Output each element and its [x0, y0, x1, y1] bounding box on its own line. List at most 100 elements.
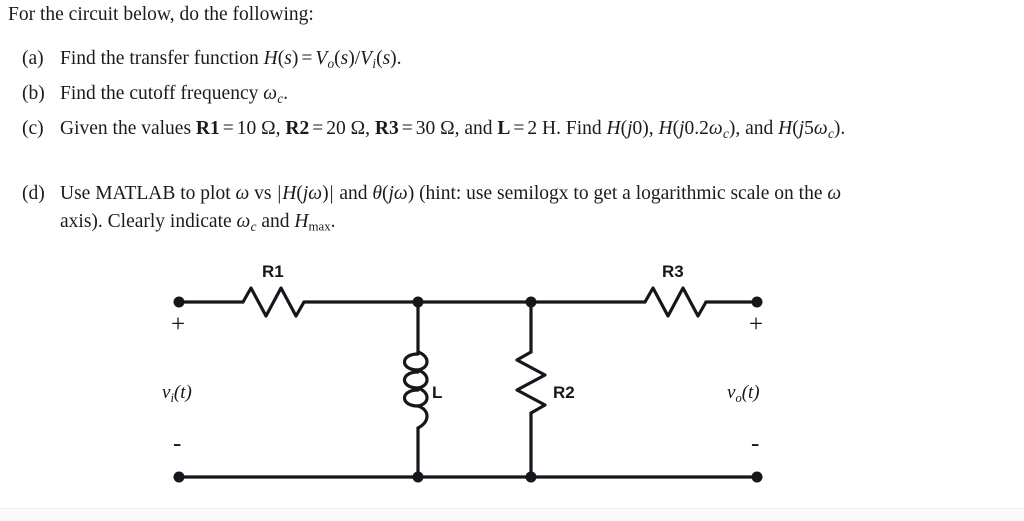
symbol-omega: ω	[308, 183, 323, 204]
comma: ,	[275, 118, 281, 139]
abs-bar-open: |	[277, 183, 282, 204]
voltage-label-input: vi(t)	[162, 382, 192, 406]
symbol-j: j	[679, 118, 685, 139]
value-number-r1: 10	[236, 118, 257, 139]
inductor-coil-tail	[416, 404, 429, 430]
junction-dot-inductor-top	[412, 296, 424, 308]
junction-dot-r2-top	[525, 296, 537, 308]
value-five: 5	[804, 118, 814, 139]
symbol-j: j	[302, 183, 309, 204]
item-d-seg4: (hint: use semilogx to get a logarithmic…	[419, 183, 823, 204]
item-d-seg6: and	[261, 211, 290, 232]
symbol-omega: ω	[263, 83, 278, 104]
terminal-dot-output-plus	[751, 296, 763, 308]
paren-open: (	[376, 48, 383, 69]
symbol-H: H	[778, 118, 793, 139]
value-number-l: 2	[527, 118, 538, 139]
paren-open: (	[296, 183, 303, 204]
value-name-r3: R3	[374, 118, 399, 139]
symbol-sub-c: c	[250, 218, 257, 234]
value-zero: 0	[632, 118, 643, 139]
symbol-theta: θ	[372, 183, 382, 204]
symbol-H: H	[606, 118, 621, 139]
item-c-and-text: and	[745, 118, 774, 139]
voltage-input-subscript: i	[170, 390, 174, 405]
value-name-r1: R1	[195, 118, 220, 139]
symbol-omega: ω	[708, 118, 723, 139]
item-body-c: Given the values R1=10 Ω, R2=20 Ω, R3=30…	[60, 115, 845, 148]
inductor-coil-3	[402, 386, 429, 408]
item-d-line1: Use MATLAB to plot ω vs |H(jω)| and θ(jω…	[60, 183, 841, 204]
equals-sign: =	[301, 48, 313, 69]
problem-item-c: (c) Given the values R1=10 Ω, R2=20 Ω, R…	[22, 115, 845, 148]
paren-open: (	[381, 183, 389, 204]
component-label-l: L	[432, 383, 443, 402]
symbol-j: j	[627, 118, 633, 139]
paren-close: )	[833, 118, 841, 139]
voltage-output-argument: (t)	[741, 382, 760, 403]
value-point-two: 0.2	[684, 118, 709, 139]
item-c-tail: .	[840, 118, 846, 139]
comma: ,	[454, 118, 460, 139]
item-d-tail: .	[330, 211, 336, 232]
junction-dot-r2-bottom	[525, 471, 537, 483]
value-number-r3: 30	[415, 118, 436, 139]
terminal-dot-input-minus	[173, 471, 185, 483]
item-marker-d: (d)	[22, 183, 45, 204]
page-bottom-strip	[0, 508, 1024, 521]
resistor-r3-body	[643, 286, 708, 318]
voltage-label-output: vo(t)	[727, 382, 760, 406]
paren-close: )	[291, 48, 299, 69]
item-b-tail: .	[283, 83, 289, 104]
paren-close: )	[728, 118, 736, 139]
equals-sign: =	[513, 118, 525, 139]
symbol-sub-max: max	[308, 219, 331, 234]
unit-henry: H	[542, 118, 557, 139]
item-d-seg2: vs	[254, 183, 272, 204]
item-marker-a: (a)	[22, 48, 44, 69]
terminal-dot-input-plus	[173, 296, 185, 308]
comma: ,	[365, 118, 370, 139]
item-body-a: Find the transfer function H(s)=Vo(s)/Vi…	[60, 45, 402, 78]
paren-close: )	[407, 183, 415, 204]
value-number-r2: 20	[326, 118, 346, 139]
symbol-sub-c: c	[277, 90, 284, 106]
lead-sentence: For the circuit below, do the following:	[8, 4, 314, 25]
equals-sign: =	[312, 118, 324, 139]
abs-bar-close: |	[329, 183, 334, 204]
equals-sign: =	[401, 118, 413, 139]
polarity-input-plus: +	[171, 311, 186, 338]
item-c-find-text: Find	[565, 118, 602, 139]
unit-ohm: Ω	[350, 118, 366, 139]
voltage-input-argument: (t)	[173, 382, 192, 403]
symbol-s: s	[382, 48, 391, 69]
symbol-s: s	[340, 48, 349, 69]
paren-close: )	[322, 183, 329, 204]
unit-ohm: Ω	[440, 118, 455, 139]
problem-item-b: (b) Find the cutoff frequency ωc.	[22, 80, 288, 113]
paren-close: )	[348, 48, 355, 69]
unit-ohm: Ω	[261, 118, 276, 139]
symbol-sub-o: o	[327, 55, 335, 71]
comma: ,	[735, 118, 741, 139]
symbol-sub-c: c	[827, 125, 834, 141]
item-body-d: Use MATLAB to plot ω vs |H(jω)| and θ(jω…	[60, 180, 1024, 241]
item-a-lead-text: Find the transfer function	[60, 48, 259, 69]
voltage-output-subscript: o	[735, 390, 742, 405]
symbol-H: H	[263, 48, 278, 69]
equals-sign: =	[222, 118, 234, 139]
symbol-V: V	[360, 48, 373, 69]
symbol-H: H	[282, 183, 297, 204]
paren-close: )	[390, 48, 397, 69]
resistor-r1-body	[241, 286, 306, 318]
item-c-conjunction: and	[464, 118, 493, 139]
component-label-r3: R3	[662, 262, 684, 281]
symbol-H: H	[658, 118, 673, 139]
symbol-j: j	[388, 183, 394, 204]
paren-open: (	[672, 118, 680, 139]
symbol-omega: ω	[813, 118, 828, 139]
item-d-seg5: axis). Clearly indicate	[60, 211, 232, 232]
symbol-sub-c: c	[722, 125, 729, 141]
